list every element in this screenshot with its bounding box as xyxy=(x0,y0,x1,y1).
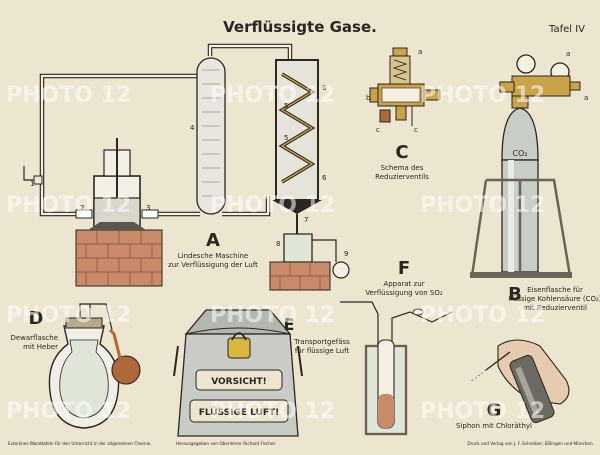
figure-d-dewar-flask: D Dewarflasche mit Heber xyxy=(10,303,141,429)
watermark: PHOTO 12 xyxy=(6,399,131,424)
figure-f-caption-line-1: Apparat zur xyxy=(383,280,424,288)
watermark: PHOTO 12 xyxy=(210,83,335,108)
vessel-label-warning: VORSICHT! xyxy=(211,377,267,387)
figure-d-caption-line-1: Dewarflasche xyxy=(10,334,58,342)
figure-g-letter: G xyxy=(487,400,502,421)
figure-b-caption-line-1: Eisenflasche für xyxy=(527,286,583,294)
linde-number-1: 1 xyxy=(30,180,34,188)
figure-f-caption-line-2: Verflüssigung von SO₂ xyxy=(365,289,443,297)
watermark: PHOTO 12 xyxy=(6,303,131,328)
figure-c-reducing-valve: a b c c C Schema des Reduzierventils xyxy=(366,47,441,181)
footer-editor: Herausgegeben von Oberlehrer Richard Fis… xyxy=(176,441,276,446)
linde-number-8: 8 xyxy=(276,240,280,248)
linde-number-5a: 5 xyxy=(284,102,288,110)
figure-f-so2-apparatus: F Apparat zur Verflüssigung von SO₂ xyxy=(340,258,453,436)
figure-b-co2-cylinder: CO₂ a a B Eisenflasche für flüssige Kohl… xyxy=(470,50,600,312)
figure-b-caption-line-2: flüssige Kohlensäure (CO₂) xyxy=(508,295,600,303)
linde-number-2: 2 xyxy=(80,204,84,212)
figure-a-linde-machine: 1 2 3 4 5 5 6 6 7 8 9 A Lindesche Maschi… xyxy=(23,43,350,291)
plate-number: Tafel IV xyxy=(548,24,585,35)
plate-title: Verflüssigte Gase. xyxy=(223,18,377,36)
figure-e-transport-vessel: VORSICHT! FLÜSSIGE LUFT! E Transportgefä… xyxy=(173,309,350,437)
figure-b-letter: B xyxy=(508,284,522,305)
linde-number-4: 4 xyxy=(190,124,195,132)
footer-publisher: Druck und Verlag von J. F. Schreiber, Eß… xyxy=(467,441,594,446)
figure-a-caption-line-2: zur Verflüssigung der Luft xyxy=(168,261,258,269)
cylinder-mark-a1: a xyxy=(566,50,570,58)
watermark: PHOTO 12 xyxy=(420,83,545,108)
figure-g-chloroethyl-siphon: G Siphon mit Chloräthyl xyxy=(456,339,570,430)
valve-mark-c1: c xyxy=(376,126,380,134)
watermark: PHOTO 12 xyxy=(420,193,545,218)
watermark-layer: PHOTO 12 PHOTO 12 PHOTO 12 PHOTO 12 PHOT… xyxy=(6,83,545,424)
valve-mark-b: b xyxy=(366,94,371,102)
cylinder-label: CO₂ xyxy=(512,149,527,158)
figure-e-caption-line-1: Transportgefäss xyxy=(293,338,350,346)
figure-e-letter: E xyxy=(284,315,295,334)
figure-a-letter: A xyxy=(206,230,220,251)
cylinder-mark-a2: a xyxy=(584,94,588,102)
watermark: PHOTO 12 xyxy=(6,193,131,218)
watermark: PHOTO 12 xyxy=(420,303,545,328)
linde-number-6b: 6 xyxy=(322,174,327,182)
linde-number-7: 7 xyxy=(304,216,308,224)
watermark: PHOTO 12 xyxy=(210,193,335,218)
figure-d-caption-line-2: mit Heber xyxy=(23,343,58,351)
figure-b-caption-line-3: mit Reduzierventil xyxy=(523,304,587,312)
watermark: PHOTO 12 xyxy=(420,399,545,424)
linde-number-6a: 6 xyxy=(322,84,327,92)
figure-c-caption-line-2: Reduzierventils xyxy=(375,173,429,181)
linde-number-5b: 5 xyxy=(284,134,288,142)
figure-c-caption-line-1: Schema des xyxy=(381,164,424,172)
linde-number-3: 3 xyxy=(146,204,150,212)
linde-number-9: 9 xyxy=(344,250,348,258)
watermark: PHOTO 12 xyxy=(210,399,335,424)
watermark: PHOTO 12 xyxy=(6,83,131,108)
figure-e-caption-line-2: für flüssige Luft xyxy=(295,347,350,355)
figure-g-caption-line-1: Siphon mit Chloräthyl xyxy=(456,422,532,430)
watermark: PHOTO 12 xyxy=(210,303,335,328)
valve-mark-a: a xyxy=(418,48,422,56)
figure-d-letter: D xyxy=(29,308,44,329)
figure-c-letter: C xyxy=(395,142,408,163)
figure-f-letter: F xyxy=(398,258,410,279)
valve-mark-c2: c xyxy=(414,126,418,134)
figure-a-caption-line-1: Lindesche Maschine xyxy=(178,252,248,260)
vessel-label-contents: FLÜSSIGE LUFT! xyxy=(199,407,280,418)
footer-series: Esterlines Wandtafeln für den Unterricht… xyxy=(8,441,152,446)
